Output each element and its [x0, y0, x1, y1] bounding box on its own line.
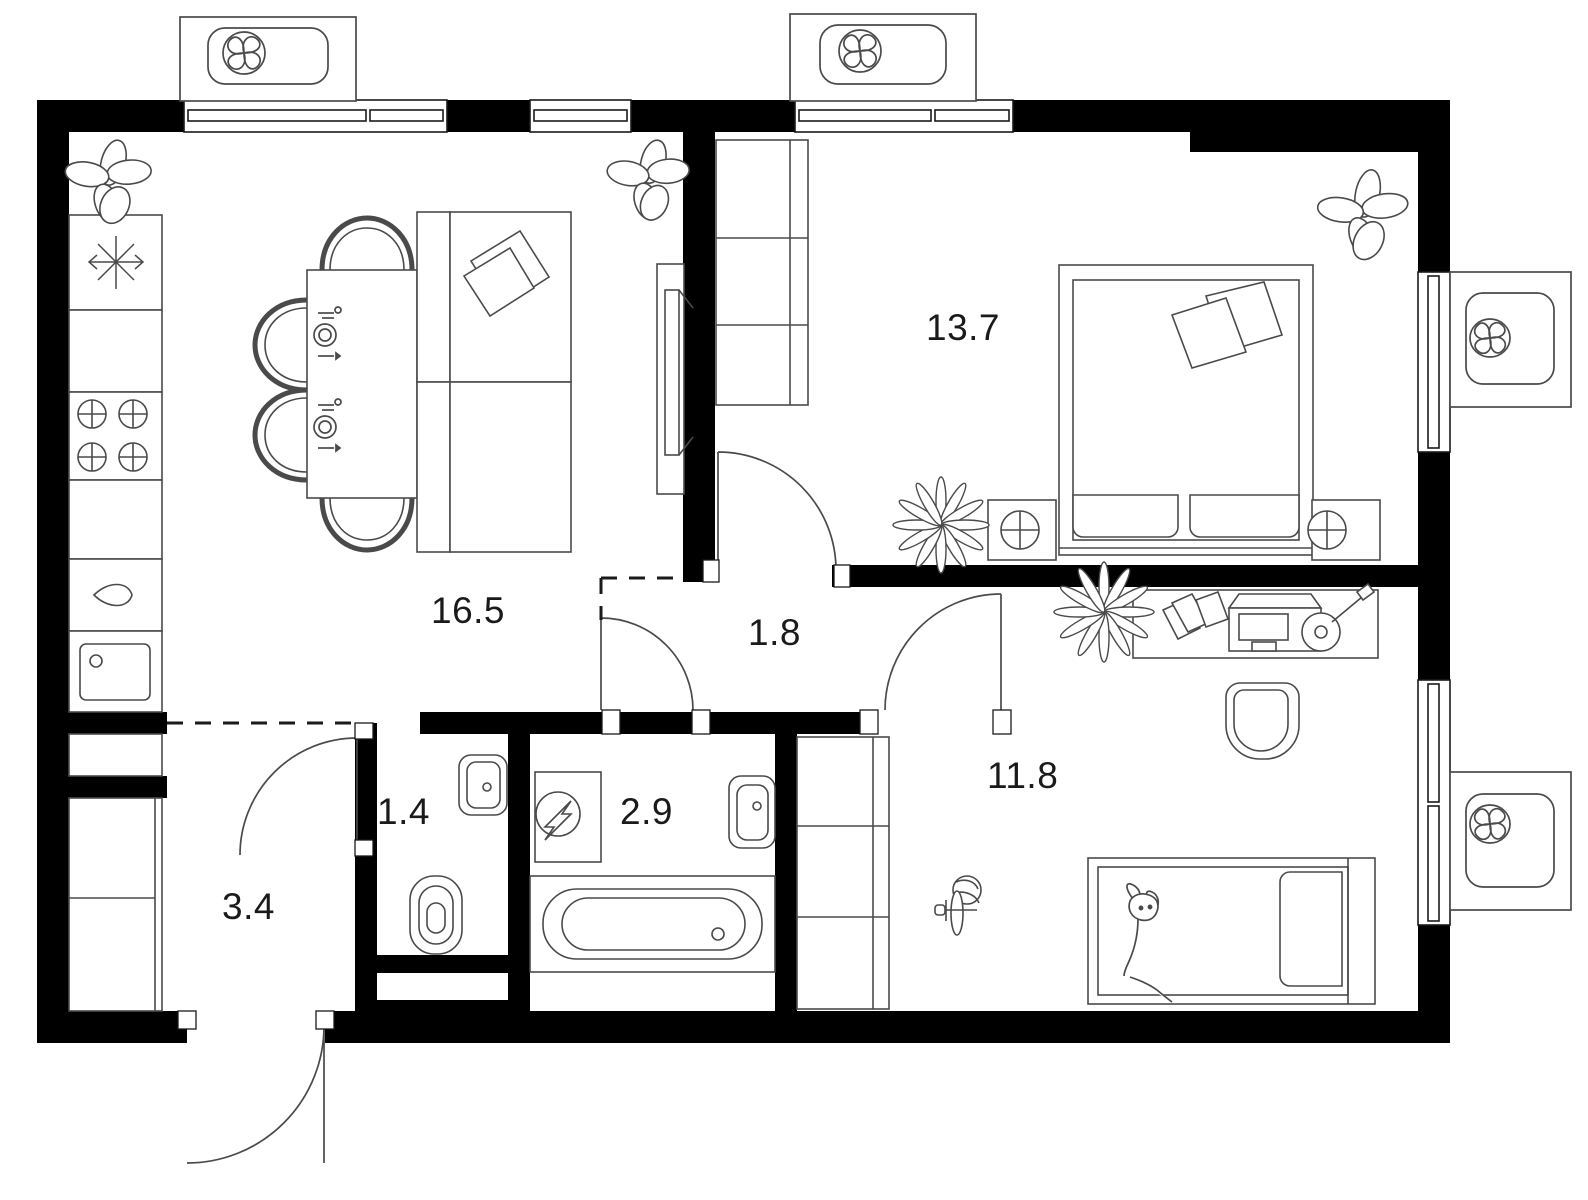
area-label-childrens-room: 11.8	[987, 755, 1059, 796]
washbasin-icon	[458, 754, 508, 816]
master-bedroom-group	[715, 139, 1381, 561]
area-label-living-kitchen: 16.5	[431, 590, 506, 631]
tv-icon	[656, 263, 694, 495]
ac-fan-unit-icon	[1449, 771, 1572, 911]
stove-icon	[68, 391, 163, 481]
dining-table-icon	[252, 215, 418, 553]
door-group	[177, 451, 1012, 1164]
wardrobe-icon	[715, 139, 809, 406]
area-label-corridor: 1.8	[748, 612, 801, 653]
guitar-icon	[1301, 582, 1376, 652]
wardrobe-icon	[68, 797, 163, 1012]
plant-icon	[606, 139, 690, 221]
kitchen-group	[68, 214, 163, 1012]
ac-fan-unit-icon	[1449, 271, 1572, 408]
chair-icon	[1225, 682, 1300, 760]
toy-plane-icon	[934, 890, 977, 936]
cat-icon	[1123, 882, 1173, 1003]
living-room-group	[252, 211, 694, 553]
ac-fan-unit-icon	[179, 16, 357, 102]
nightstand-lamp-icon	[1307, 499, 1381, 561]
sofa-icon	[416, 211, 572, 553]
double-bed-icon	[1058, 264, 1314, 556]
desk-icon	[1132, 582, 1379, 659]
washbasin-icon	[728, 775, 776, 849]
wall-group	[37, 100, 1450, 1043]
ac-unit-group	[179, 13, 1572, 911]
single-bed-icon	[1087, 857, 1376, 1005]
washing-machine-icon	[534, 771, 602, 863]
area-label-wc: 1.4	[377, 791, 430, 832]
area-label-master-bedroom: 13.7	[926, 307, 1001, 348]
plant-icon	[1316, 169, 1409, 261]
cabinet-icon	[68, 733, 163, 777]
plant-icon	[64, 139, 152, 225]
wardrobe-icon	[796, 736, 890, 1010]
kitchen-sink-icon	[68, 630, 163, 713]
window-group	[183, 99, 1451, 926]
area-label-bathroom: 2.9	[620, 791, 673, 832]
plant-icon	[1053, 561, 1155, 663]
books-icon	[1161, 590, 1230, 641]
bathroom-group	[409, 754, 776, 973]
bathtub-icon	[529, 875, 776, 973]
ac-fan-unit-icon	[789, 13, 977, 102]
toilet-icon	[409, 875, 463, 955]
open-doorway-group	[167, 576, 683, 725]
plant-icon	[892, 476, 990, 574]
childrens-room-group	[796, 582, 1379, 1010]
plant-group	[64, 139, 1409, 663]
area-label-entrance-hall: 3.4	[222, 886, 275, 927]
range-hood-icon	[68, 558, 163, 632]
nightstand-lamp-icon	[987, 499, 1057, 561]
